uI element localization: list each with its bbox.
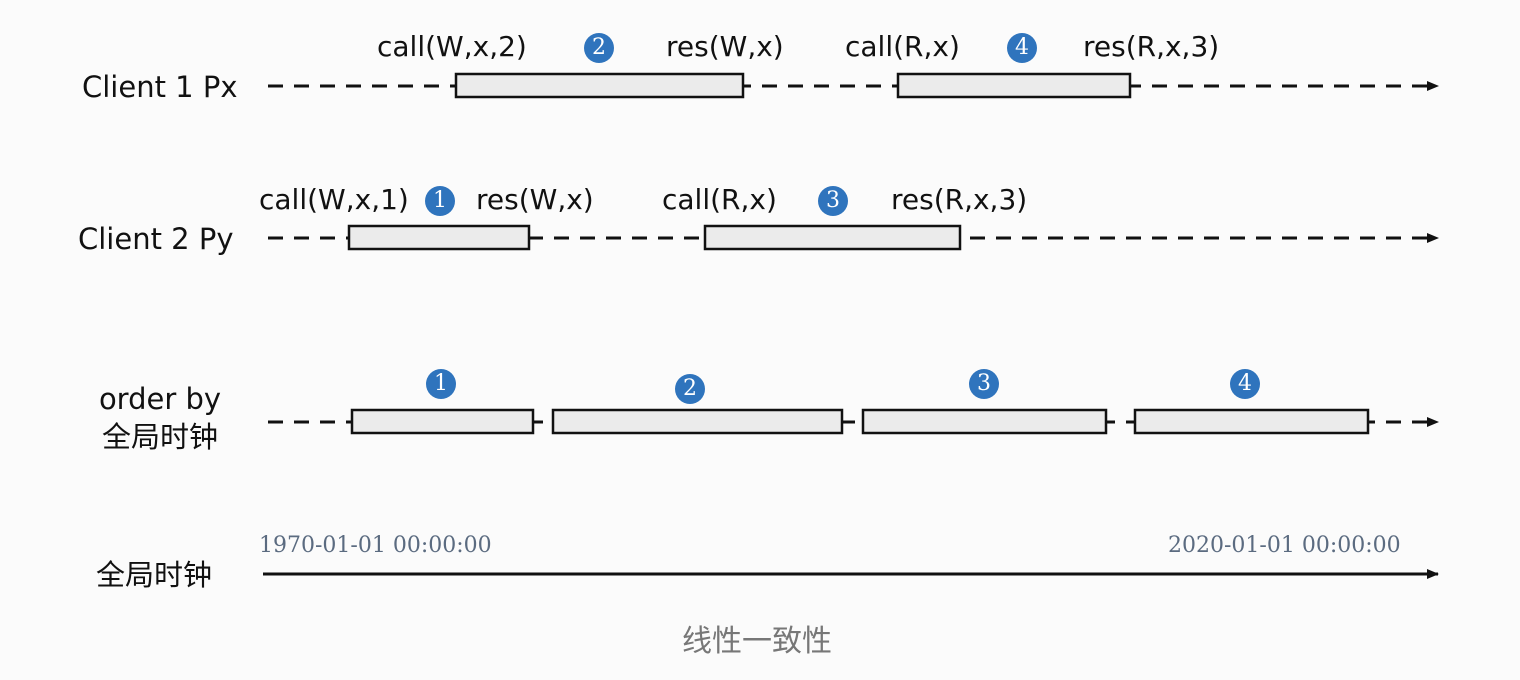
client1-op1-call-label: call(W,x,2) [377,30,527,63]
clock-start-timestamp: 1970-01-01 00:00:00 [259,533,492,558]
order-interval-2 [551,408,844,435]
order-badge-4: 4 [1230,369,1260,399]
client1-op2-res-label: res(R,x,3) [1083,30,1220,63]
client2-op2-interval [703,224,962,251]
client1-op2-interval [896,72,1132,99]
client2-label: Client 2 Py [78,222,234,256]
order-label-line2: 全局时钟 [101,420,218,454]
client2-op2-call-label: call(R,x) [662,183,777,216]
order-label: order by 全局时钟 [96,380,224,456]
clock-end-timestamp: 2020-01-01 00:00:00 [1168,533,1401,558]
client2-op1-call-label: call(W,x,1) [259,183,409,216]
client2-op1-badge: 1 [425,186,455,216]
client2-op2-res-label: res(R,x,3) [891,183,1028,216]
client1-op2-call-label: call(R,x) [845,30,960,63]
client1-op1-badge: 2 [584,33,614,63]
client2-op1-interval [347,224,531,251]
client1-op1-interval [454,72,745,99]
order-interval-4 [1133,408,1370,435]
clock-label: 全局时钟 [96,558,213,592]
order-badge-2: 2 [675,374,705,404]
client2-op2-badge: 3 [818,186,848,216]
diagram-caption: 线性一致性 [682,624,832,659]
order-label-line1: order by [98,382,222,416]
order-badge-1: 1 [426,369,456,399]
client2-op1-res-label: res(W,x) [476,183,594,216]
client1-label: Client 1 Px [82,70,238,104]
order-interval-1 [350,408,535,435]
client1-op2-badge: 4 [1007,33,1037,63]
order-badge-3: 3 [969,369,999,399]
client1-op1-res-label: res(W,x) [666,30,784,63]
order-interval-3 [861,408,1108,435]
